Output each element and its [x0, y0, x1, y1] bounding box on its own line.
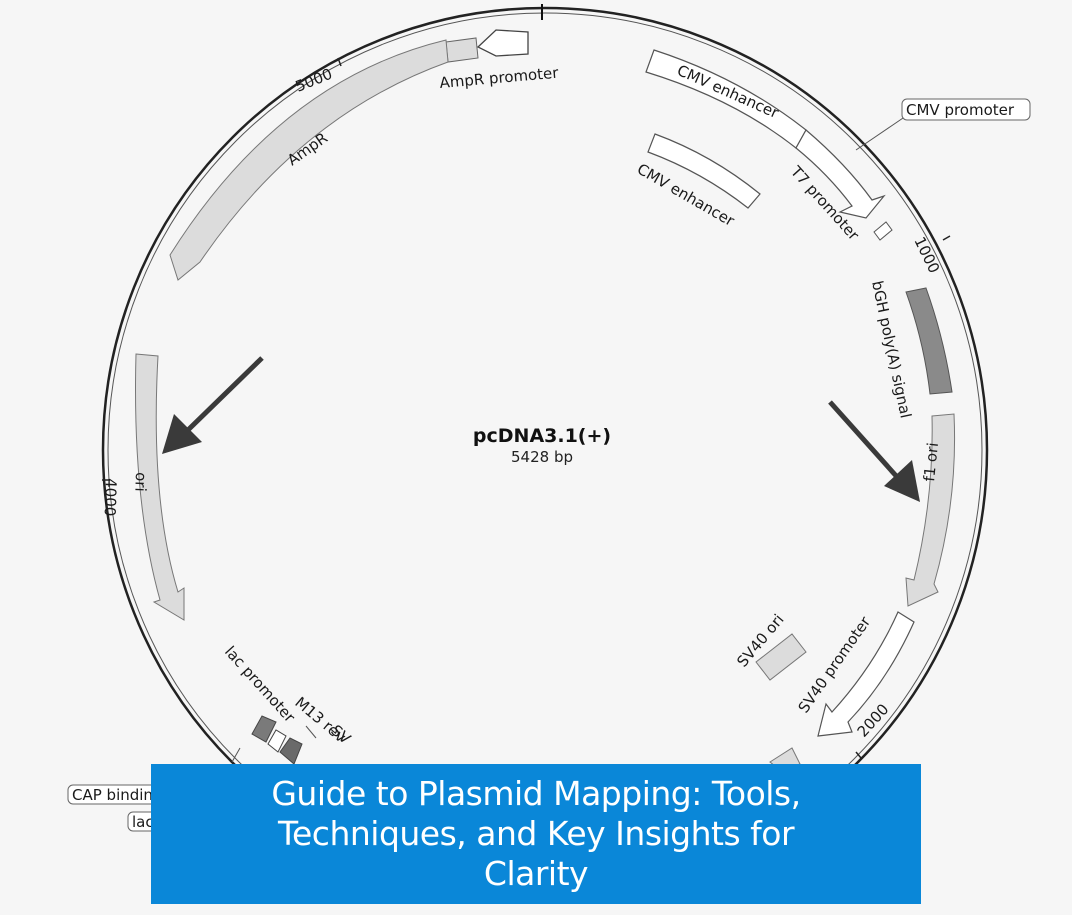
cmv-promoter-feature	[795, 129, 886, 219]
ampr-feature	[169, 39, 449, 281]
cmv-promoter-box	[901, 98, 1031, 121]
tick-4000-label: 4000	[101, 478, 120, 517]
annotation-arrow-right-shaft	[828, 400, 900, 480]
ampr-promoter-arrow	[476, 29, 529, 57]
cmv-promoter-leader	[855, 115, 907, 151]
tick-2000-mark	[855, 751, 862, 759]
ori-label: ori	[131, 472, 150, 492]
m13-leader	[305, 725, 317, 739]
lac-operator-label: lac	[132, 813, 154, 831]
cmv-enhancer-outer-label: CMV enhancer	[674, 61, 782, 122]
annotation-arrow-left-head	[162, 414, 202, 454]
f1-ori-feature	[905, 413, 956, 607]
plasmid-size: 5428 bp	[511, 448, 573, 466]
f1-ori-label: f1 ori	[920, 442, 942, 483]
lac-promoter-feature	[251, 715, 277, 743]
lac-operator-feature	[267, 729, 287, 753]
lac-leader	[231, 747, 241, 763]
annotation-arrow-left-shaft	[186, 356, 264, 432]
title-banner: Guide to Plasmid Mapping: Tools, Techniq…	[151, 764, 921, 904]
sv40-promoter-feature	[817, 611, 915, 737]
tick-1000-label: 1000	[910, 234, 943, 276]
bgh-polya-feature	[905, 287, 953, 395]
sv40-ori-feature	[755, 633, 807, 681]
tick-5000-mark	[337, 57, 342, 67]
tick-1000-mark	[942, 235, 951, 241]
banner-title: Guide to Plasmid Mapping: Tools, Techniq…	[271, 774, 801, 893]
plasmid-name: pcDNA3.1(+)	[473, 425, 611, 447]
annotation-arrow-right-head	[884, 460, 920, 502]
lac-promoter-label: lac promoter	[221, 643, 299, 727]
bgh-polya-label: bGH poly(A) signal	[868, 279, 915, 420]
cmv-promoter-label: CMV promoter	[906, 101, 1015, 119]
cmv-enhancer-inner-feature	[647, 133, 761, 209]
t7-promoter-feature	[873, 221, 893, 241]
cap-binding-label: CAP bindin	[72, 786, 153, 804]
ampr-promoter-label: AmpR promoter	[439, 64, 560, 92]
ampr-promoter-feature	[445, 37, 479, 63]
m13-rev-feature	[279, 737, 303, 765]
ori-feature	[135, 353, 185, 621]
